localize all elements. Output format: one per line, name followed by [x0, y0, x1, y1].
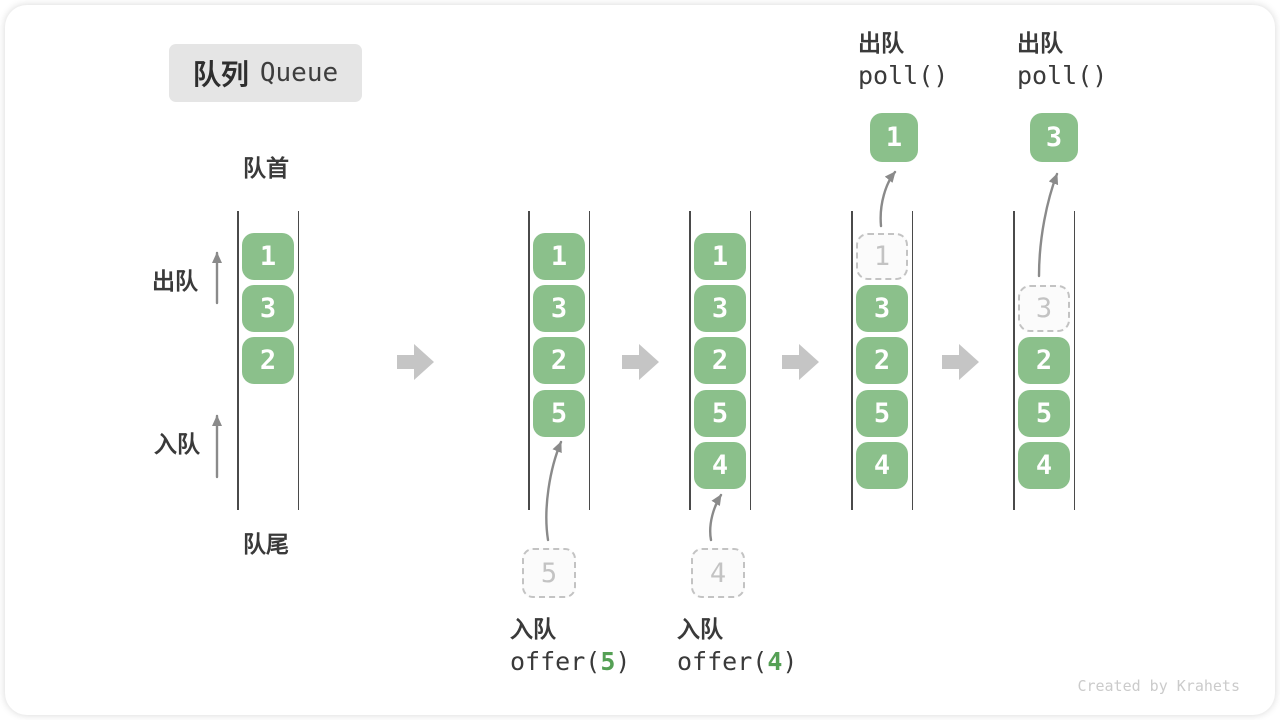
queue-wall-line	[689, 211, 691, 510]
queue-wall-line	[749, 211, 751, 510]
queue-wall-line	[297, 211, 299, 510]
next-state-arrow	[782, 344, 819, 380]
queue-item-removed: 3	[1018, 285, 1070, 332]
queue-item: 4	[856, 442, 908, 489]
operation-action-label: 出队	[1017, 30, 1063, 56]
queue-item: 5	[856, 390, 908, 437]
queue-wall-line	[1073, 211, 1075, 510]
title-badge: 队列 Queue	[169, 44, 362, 102]
next-state-arrow	[942, 344, 979, 380]
label-queue-front: 队首	[243, 155, 289, 181]
next-state-arrow	[397, 344, 434, 380]
queue-item: 3	[694, 285, 746, 332]
queue-item: 2	[694, 337, 746, 384]
queue-item: 4	[694, 442, 746, 489]
next-state-arrow	[622, 344, 659, 380]
queue-item: 5	[1018, 390, 1070, 437]
operation-code-label: poll()	[858, 61, 949, 90]
code-prefix: offer(	[677, 647, 768, 676]
next-state-arrow-shape	[397, 344, 434, 380]
queue-item: 3	[533, 285, 585, 332]
code-suffix: )	[615, 647, 631, 676]
queue-item: 5	[694, 390, 746, 437]
title-en: Queue	[259, 58, 339, 88]
operation-code-label: offer(5)	[510, 644, 630, 680]
poll-operation-label: 出队 poll()	[858, 28, 948, 94]
next-state-arrow-shape	[622, 344, 659, 380]
queue-item: 1	[694, 233, 746, 280]
polled-item: 1	[870, 113, 918, 162]
label-enqueue: 入队	[154, 431, 200, 457]
queue-wall-line	[851, 211, 853, 510]
queue-item: 1	[242, 233, 294, 280]
queue-item: 2	[856, 337, 908, 384]
watermark: Created by Krahets	[1077, 677, 1240, 695]
code-argument: 4	[767, 647, 783, 676]
queue-wall-line	[911, 211, 913, 510]
operation-code-label: poll()	[1017, 61, 1108, 90]
polled-item: 3	[1030, 113, 1078, 162]
queue-item: 5	[533, 390, 585, 437]
code-argument: 5	[600, 647, 616, 676]
queue-item: 2	[242, 337, 294, 384]
queue-wall-line	[588, 211, 590, 510]
label-queue-rear: 队尾	[243, 531, 289, 557]
operation-action-label: 出队	[858, 30, 904, 56]
title-zh: 队列	[192, 59, 249, 90]
operation-action-label: 入队	[677, 616, 723, 642]
pending-item: 4	[691, 548, 745, 598]
queue-item: 2	[1018, 337, 1070, 384]
operation-code-label: offer(4)	[677, 644, 797, 680]
queue-wall-line	[237, 211, 239, 510]
queue-item: 3	[242, 285, 294, 332]
operation-action-label: 入队	[510, 616, 556, 642]
next-state-arrow-shape	[942, 344, 979, 380]
queue-item: 1	[533, 233, 585, 280]
poll-operation-label: 出队 poll()	[1017, 28, 1107, 94]
queue-item-removed: 1	[856, 233, 908, 280]
queue-item: 4	[1018, 442, 1070, 489]
code-prefix: offer(	[510, 647, 601, 676]
queue-wall-line	[1013, 211, 1015, 510]
queue-item: 3	[856, 285, 908, 332]
code-suffix: )	[782, 647, 798, 676]
label-dequeue: 出队	[152, 268, 198, 294]
next-state-arrow-shape	[782, 344, 819, 380]
pending-item: 5	[522, 548, 576, 598]
queue-wall-line	[528, 211, 530, 510]
queue-item: 2	[533, 337, 585, 384]
